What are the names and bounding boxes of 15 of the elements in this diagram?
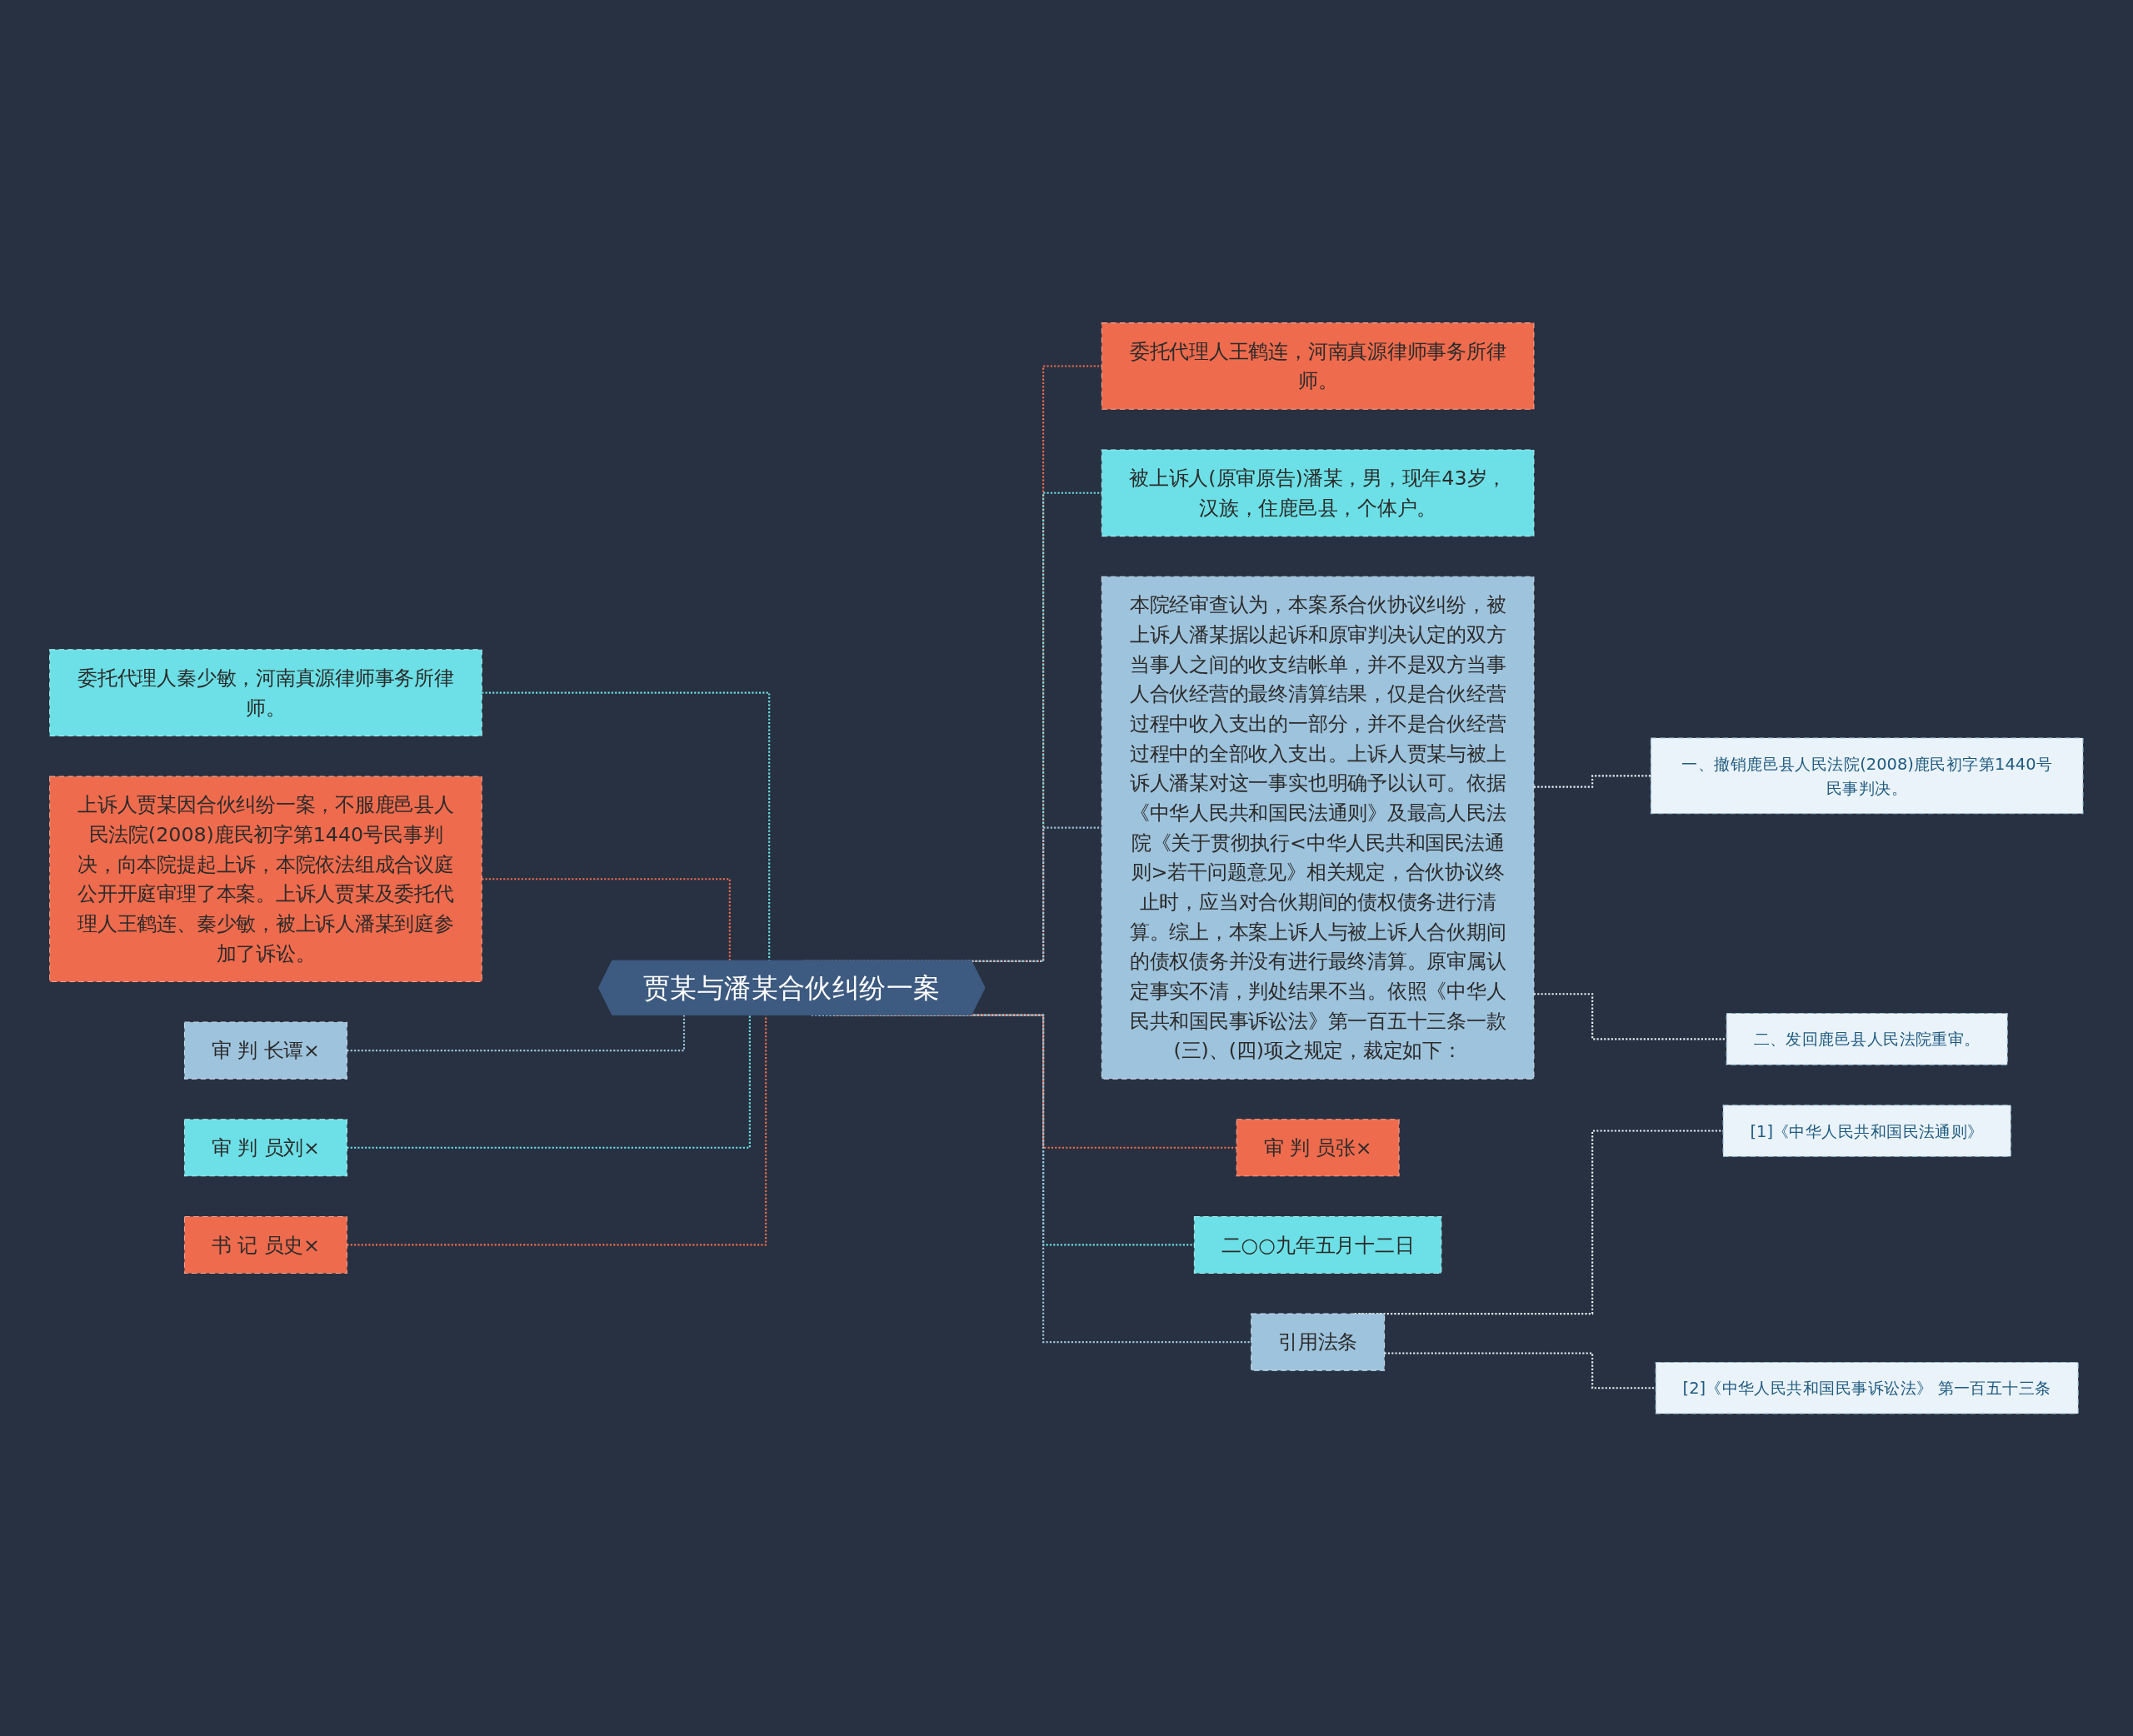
node-box	[1236, 1118, 1400, 1177]
node-box	[49, 648, 482, 736]
node-box	[1726, 1012, 2008, 1065]
node-box	[1101, 449, 1535, 536]
node-box	[184, 1021, 348, 1080]
node-box	[184, 1118, 348, 1177]
node-box	[1101, 322, 1535, 410]
node-box	[1722, 1104, 2011, 1157]
node-box	[1251, 1313, 1386, 1371]
node-box	[1194, 1215, 1442, 1274]
node-box	[1655, 1361, 2079, 1414]
node-box	[49, 776, 482, 982]
node-box	[1101, 576, 1535, 1080]
node-box	[1651, 737, 2084, 814]
node-box	[184, 1215, 348, 1274]
